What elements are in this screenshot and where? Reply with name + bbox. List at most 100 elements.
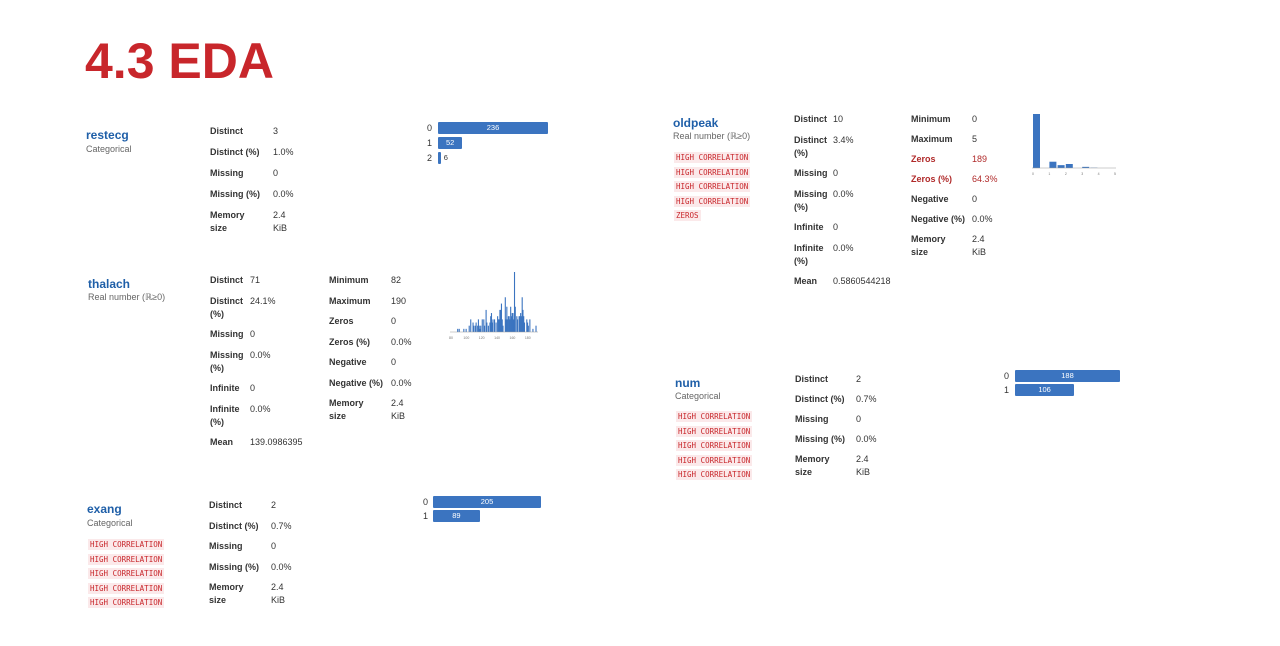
histogram-bar	[489, 322, 491, 332]
stat-label: Missing	[210, 168, 244, 178]
stat-value: 2.4 KiB	[273, 210, 288, 233]
variable-name[interactable]: thalach	[88, 277, 131, 291]
x-tick-label: 80	[449, 336, 453, 340]
histogram-bar	[526, 319, 528, 332]
alert-badge[interactable]: ZEROS	[674, 210, 701, 221]
histogram-bar	[521, 297, 523, 332]
stat-value: 189	[972, 154, 988, 164]
histogram-bar	[494, 319, 496, 332]
bar-value-label: 106	[1038, 385, 1051, 394]
histogram-bar	[465, 328, 467, 332]
stat-value: 5	[972, 134, 978, 144]
histogram-bar	[529, 319, 531, 332]
variable-name[interactable]: num	[675, 376, 701, 390]
stat-label: Memory size	[210, 210, 245, 233]
stat-label: Minimum	[329, 275, 369, 285]
stat-value: 0.0%	[271, 561, 292, 572]
histogram-bar	[483, 319, 485, 332]
stat-label: Zeros	[911, 154, 936, 164]
histogram-bar	[1033, 114, 1040, 168]
variable-name[interactable]: exang	[87, 502, 122, 516]
stat-value: 0	[273, 168, 279, 178]
alerts-list: HIGH CORRELATION HIGH CORRELATION HIGH COR…	[674, 152, 751, 225]
stat-label: Distinct	[210, 275, 244, 285]
histogram-bar	[475, 322, 477, 332]
histogram-bar	[518, 316, 520, 332]
histogram-bar	[480, 325, 482, 332]
bar-value-label: 188	[1061, 371, 1074, 380]
stat-value: 0.0%	[250, 349, 271, 360]
histogram-bar	[510, 306, 512, 332]
histogram-bar	[1057, 165, 1065, 168]
stat-value: 0.7%	[856, 394, 877, 404]
stat-value: 64.3%	[972, 174, 998, 184]
stat-value: 0.0%	[391, 377, 412, 388]
histogram-bar	[502, 325, 504, 332]
histogram-bar	[478, 325, 480, 332]
histogram-bar	[479, 328, 481, 332]
histogram-bar	[498, 319, 500, 332]
stat-value: 0.0%	[833, 242, 854, 253]
x-tick-label: 140	[494, 336, 500, 340]
stat-label: Memory size	[329, 398, 364, 421]
bar-value-label: 236	[486, 123, 500, 132]
variable-type: Categorical	[87, 518, 133, 528]
stat-label: Negative (%)	[911, 214, 966, 224]
stat-value: 0.0%	[250, 403, 271, 414]
variable-name[interactable]: oldpeak	[673, 116, 719, 130]
stat-value: 0	[972, 194, 978, 204]
page-title: 4.3 EDA	[85, 33, 274, 89]
stat-label: Negative	[329, 357, 367, 367]
alert-badge[interactable]: HIGH CORRELATION	[674, 166, 751, 178]
histogram-bar	[477, 325, 479, 332]
x-tick-label: 0	[1032, 172, 1034, 176]
alert-badge[interactable]: HIGH CORRELATION	[88, 553, 165, 565]
stat-value: 2.4 KiB	[856, 454, 871, 477]
stat-value: 0.0%	[856, 434, 877, 444]
histogram-bar	[477, 319, 479, 332]
stat-value: 0	[833, 222, 839, 232]
stat-value: 190	[391, 295, 407, 306]
bar-category-label: 0	[427, 123, 433, 133]
alert-badge[interactable]: HIGH CORRELATION	[676, 454, 753, 466]
alert-badge[interactable]: HIGH CORRELATION	[674, 195, 751, 207]
variable-name[interactable]: restecg	[86, 128, 129, 142]
alert-badge[interactable]: HIGH CORRELATION	[88, 539, 165, 550]
bar-value-label: 52	[445, 138, 455, 147]
alert-badge[interactable]: HIGH CORRELATION	[676, 425, 753, 437]
alert-badge[interactable]: HIGH CORRELATION	[88, 582, 165, 594]
histogram-bar	[1082, 166, 1090, 168]
bar	[1015, 384, 1075, 396]
stat-label: Maximum	[911, 134, 953, 144]
histogram-bar	[500, 309, 502, 332]
stat-value: 0	[250, 329, 256, 339]
alert-badge[interactable]: HIGH CORRELATION	[674, 181, 751, 192]
stat-label: Infinite (%)	[794, 242, 824, 266]
alert-badge[interactable]: HIGH CORRELATION	[676, 440, 753, 451]
stat-label: Memory size	[795, 454, 830, 477]
stat-label: Infinite	[210, 383, 240, 393]
stat-label: Missing	[795, 414, 829, 424]
stat-label: Negative	[911, 194, 949, 204]
x-tick-label: 4	[1098, 172, 1100, 176]
stat-label: Infinite (%)	[210, 403, 240, 427]
stat-value: 0	[250, 383, 256, 393]
histogram-bar	[500, 303, 503, 332]
alert-badge[interactable]: HIGH CORRELATION	[676, 469, 753, 480]
histogram-bar	[487, 325, 489, 332]
alert-badge[interactable]: HIGH CORRELATION	[676, 411, 753, 422]
stat-label: Missing (%)	[210, 349, 244, 373]
stat-value: 82	[391, 275, 402, 285]
stat-label: Distinct (%)	[795, 394, 845, 404]
bar-category-label: 0	[423, 497, 429, 507]
alert-badge[interactable]: HIGH CORRELATION	[88, 597, 165, 608]
stat-label: Distinct (%)	[209, 520, 259, 531]
bar	[433, 510, 480, 522]
histogram-bar	[517, 319, 519, 332]
alert-badge[interactable]: HIGH CORRELATION	[674, 152, 751, 163]
alert-badge[interactable]: HIGH CORRELATION	[88, 568, 165, 579]
stat-value: 2	[271, 500, 277, 510]
stat-value: 0.5860544218	[833, 276, 891, 286]
histogram-bar	[519, 316, 521, 332]
stat-value: 2.4 KiB	[972, 234, 987, 257]
